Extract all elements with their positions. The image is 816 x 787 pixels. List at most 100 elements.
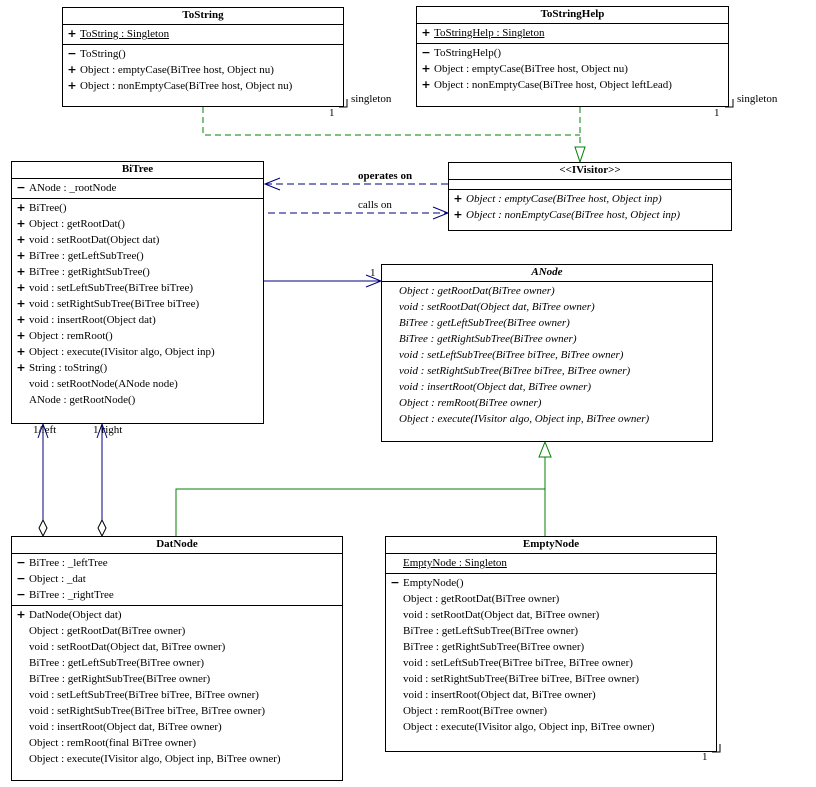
attribute-row-text: EmptyNode : Singleton	[403, 557, 507, 569]
attribute-row: +ToStringHelp : Singleton	[417, 25, 728, 41]
visibility-marker: +	[16, 345, 26, 358]
operation-row-text: Object : emptyCase(BiTree host, Object n…	[434, 63, 628, 75]
attribute-row-text: Object : _dat	[29, 573, 86, 585]
operation-row-text: Object : emptyCase(BiTree host, Object i…	[466, 193, 662, 205]
operation-row-text: Object : getRootDat(BiTree owner)	[29, 625, 186, 637]
emptynode-singleton-marker	[712, 744, 721, 753]
visibility-marker: +	[67, 63, 77, 76]
visibility-marker: +	[421, 78, 431, 91]
operation-row-text: String : toString()	[29, 362, 108, 374]
visibility-marker: −	[67, 47, 77, 60]
operation-row-text: void : setRootNode(ANode node)	[29, 378, 178, 390]
operation-row-text: Object : remRoot(final BiTree owner)	[29, 737, 196, 749]
operation-row: Object : execute(IVisitor algo, Object i…	[12, 751, 342, 767]
operation-row: Object : getRootDat(BiTree owner)	[386, 591, 716, 607]
operation-row: +Object : emptyCase(BiTree host, Object …	[417, 61, 728, 77]
operation-row-text: void : setLeftSubTree(BiTree biTree, BiT…	[403, 657, 633, 669]
operations-section: −ToString()+Object : emptyCase(BiTree ho…	[63, 45, 343, 96]
class-name: ANode	[382, 265, 712, 282]
operation-row-text: Object : remRoot(BiTree owner)	[403, 705, 548, 717]
operation-row-text: Object : nonEmptyCase(BiTree host, Objec…	[466, 209, 681, 221]
operation-row-text: BiTree : getLeftSubTree()	[29, 250, 144, 262]
operation-row: void : setLeftSubTree(BiTree biTree, BiT…	[382, 347, 712, 363]
operation-row-text: ToString()	[80, 48, 126, 60]
operation-row-text: Object : remRoot(BiTree owner)	[399, 397, 542, 409]
operation-row: +Object : nonEmptyCase(BiTree host, Obje…	[449, 207, 731, 223]
attribute-row: −BiTree : _rightTree	[12, 587, 342, 603]
class-tostringhelp[interactable]: ToStringHelp+ToStringHelp : Singleton−To…	[416, 6, 729, 107]
visibility-marker: −	[16, 181, 26, 194]
attribute-row-text: BiTree : _leftTree	[29, 557, 108, 569]
visibility-marker: +	[421, 62, 431, 75]
operation-row: −ToStringHelp()	[417, 45, 728, 61]
operation-row-text: DatNode(Object dat)	[29, 609, 122, 621]
operation-row-text: void : setLeftSubTree(BiTree biTree)	[29, 282, 194, 294]
operation-row-text: ToStringHelp()	[434, 47, 502, 59]
operation-row-text: Object : execute(IVisitor algo, Object i…	[399, 413, 650, 425]
operation-row: +String : toString()	[12, 360, 263, 376]
tostring-singleton-marker	[339, 99, 348, 108]
attribute-row-text: BiTree : _rightTree	[29, 589, 114, 601]
operation-row: void : setRightSubTree(BiTree biTree, Bi…	[386, 671, 716, 687]
right-subtree-arrowhead	[96, 422, 108, 439]
visibility-marker: −	[421, 46, 431, 59]
operation-row-text: void : insertRoot(Object dat, BiTree own…	[399, 381, 592, 393]
operations-section: +Object : emptyCase(BiTree host, Object …	[449, 190, 731, 225]
operation-row-text: EmptyNode()	[403, 577, 464, 589]
visibility-marker: +	[67, 27, 77, 40]
operation-row-text: void : setLeftSubTree(BiTree biTree, BiT…	[29, 689, 259, 701]
tostring-ivisitor-dependency	[202, 107, 580, 136]
operation-row-text: Object : emptyCase(BiTree host, Object n…	[80, 64, 274, 76]
class-name: EmptyNode	[386, 537, 716, 554]
attributes-section: +ToStringHelp : Singleton	[417, 24, 728, 44]
operation-row: Object : remRoot(final BiTree owner)	[12, 735, 342, 751]
operation-row-text: BiTree()	[29, 202, 67, 214]
operation-row-text: Object : getRootDat(BiTree owner)	[403, 593, 560, 605]
operation-row: +void : setRightSubTree(BiTree biTree)	[12, 296, 263, 312]
operation-row-text: void : setLeftSubTree(BiTree biTree, BiT…	[399, 349, 624, 361]
operation-row-text: void : setRightSubTree(BiTree biTree)	[29, 298, 200, 310]
operation-row: BiTree : getRightSubTree(BiTree owner)	[386, 639, 716, 655]
tostringhelp-singleton-marker	[725, 99, 734, 108]
class-tostring[interactable]: ToString+ToString : Singleton −ToString()…	[62, 7, 344, 107]
left-subtree-arrowhead	[37, 422, 49, 439]
operation-row-text: BiTree : getRightSubTree(BiTree owner)	[399, 333, 577, 345]
attributes-section: +ToString : Singleton	[63, 25, 343, 45]
operation-row: +Object : execute(IVisitor algo, Object …	[12, 344, 263, 360]
class-name: ToString	[63, 8, 343, 25]
operation-row: void : setRootDat(Object dat, BiTree own…	[12, 639, 342, 655]
operation-row: Object : getRootDat(BiTree owner)	[382, 283, 712, 299]
operation-row-text: Object : nonEmptyCase(BiTree host, Objec…	[80, 80, 293, 92]
operation-row-text: void : setRootDat(Object dat, BiTree own…	[29, 641, 226, 653]
operation-row-text: ANode : getRootNode()	[29, 394, 136, 406]
visibility-marker: +	[453, 208, 463, 221]
operation-row-text: void : setRootDat(Object dat)	[29, 234, 160, 246]
operation-row: void : insertRoot(Object dat, BiTree own…	[382, 379, 712, 395]
operation-row: +BiTree()	[12, 200, 263, 216]
tostring-singleton-label: singleton	[351, 93, 392, 105]
visibility-marker: +	[16, 217, 26, 230]
operation-row: ANode : getRootNode()	[12, 392, 263, 408]
class-datnode[interactable]: DatNode−BiTree : _leftTree−Object : _dat…	[11, 536, 343, 781]
attribute-row: EmptyNode : Singleton	[386, 555, 716, 571]
operation-row: BiTree : getLeftSubTree(BiTree owner)	[382, 315, 712, 331]
left-aggregation-diamond	[38, 518, 48, 538]
visibility-marker: −	[16, 588, 26, 601]
operation-row: void : setLeftSubTree(BiTree biTree, BiT…	[386, 655, 716, 671]
operation-row-text: Object : execute(IVisitor algo, Object i…	[29, 346, 215, 358]
operation-row-text: Object : remRoot()	[29, 330, 113, 342]
class-bitree[interactable]: BiTree−ANode : _rootNode+BiTree()+Object…	[11, 161, 264, 424]
interface-ivisitor[interactable]: <<IVisitor>>+Object : emptyCase(BiTree h…	[448, 162, 732, 231]
operation-row: +Object : remRoot()	[12, 328, 263, 344]
visibility-marker: +	[16, 281, 26, 294]
attributes-section: EmptyNode : Singleton	[386, 554, 716, 574]
operation-row: Object : remRoot(BiTree owner)	[386, 703, 716, 719]
operation-row: +void : setLeftSubTree(BiTree biTree)	[12, 280, 263, 296]
operation-row: void : setRootDat(Object dat, BiTree own…	[382, 299, 712, 315]
operation-row: Object : execute(IVisitor algo, Object i…	[382, 411, 712, 427]
operation-row: −ToString()	[63, 46, 343, 62]
attribute-row: +ToString : Singleton	[63, 26, 343, 42]
